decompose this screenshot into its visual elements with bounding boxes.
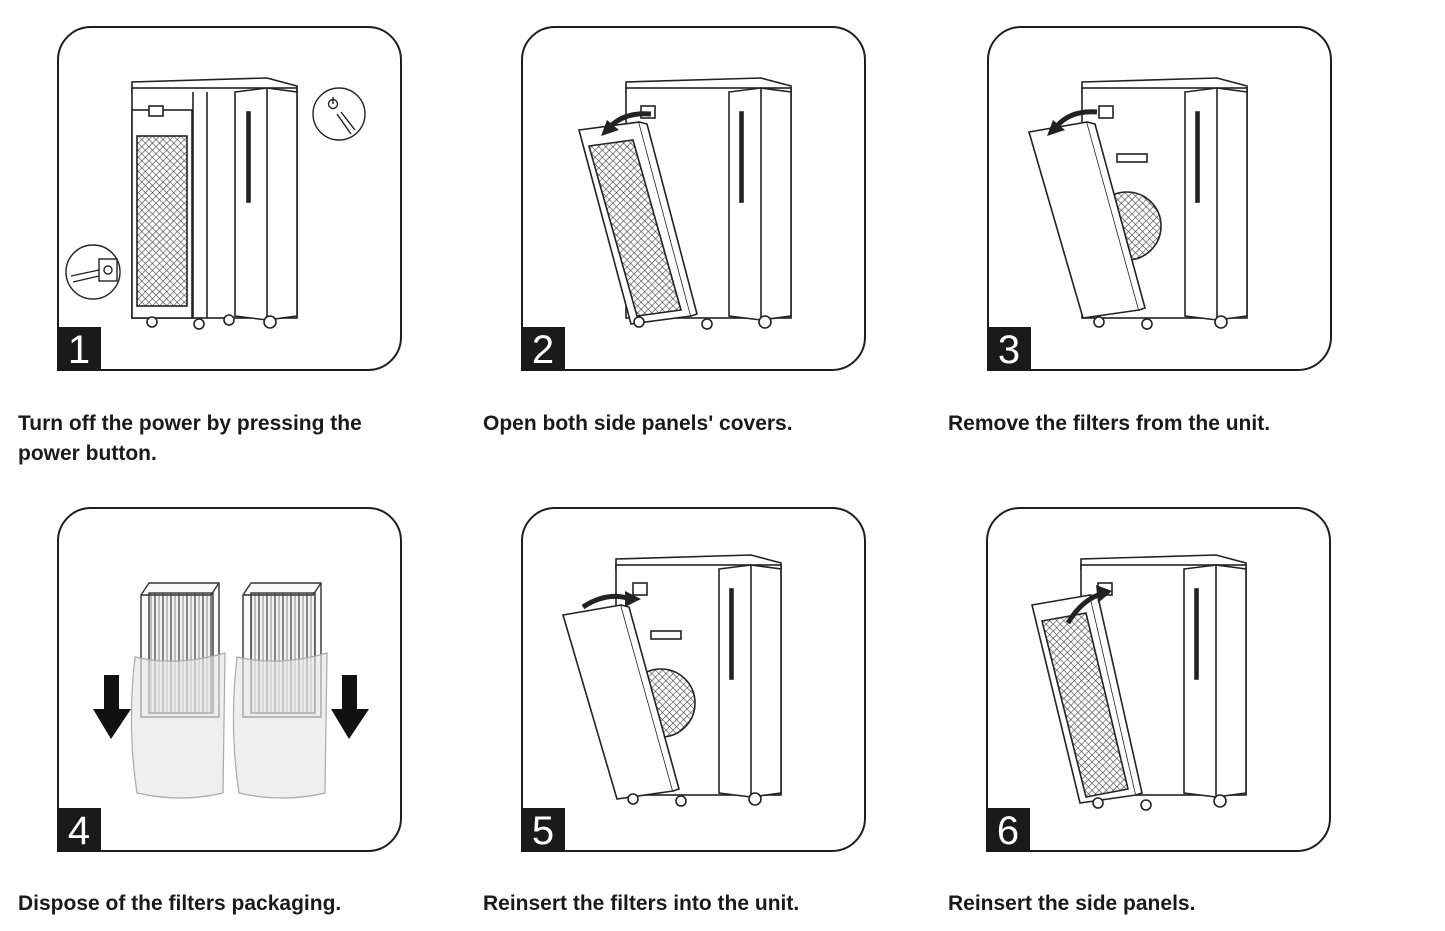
step-2-caption: Open both side panels' covers. [483,412,793,435]
step-4-illustration [93,582,369,799]
step-4-caption: Dispose of the filters packaging. [18,892,342,915]
step-3-panel: 3 [987,26,1332,372]
step-1-illustration [65,77,366,330]
step-6-number: 6 [986,808,1030,853]
step-5-illustration [561,554,782,807]
step-5-caption: Reinsert the filters into the unit. [483,892,800,915]
step-2-number: 2 [521,327,565,372]
step-2-panel: 2 [521,26,866,372]
step-5-panel: 5 [521,507,866,853]
step-1-caption: Turn off the power by pressing the power… [18,412,362,465]
step-4-number: 4 [57,808,101,853]
step-6-illustration [1031,554,1247,811]
step-6-panel: 6 [986,507,1331,853]
step-6-caption: Reinsert the side panels. [948,892,1196,915]
step-1-panel: 1 [57,26,402,372]
step-1-number: 1 [57,327,101,372]
step-5-number: 5 [521,808,565,853]
step-3-caption: Remove the filters from the unit. [948,412,1271,435]
step-3-number: 3 [987,327,1031,372]
step-4-panel: 4 [57,507,402,853]
step-3-illustration [1027,77,1248,330]
step-2-illustration [577,77,792,330]
